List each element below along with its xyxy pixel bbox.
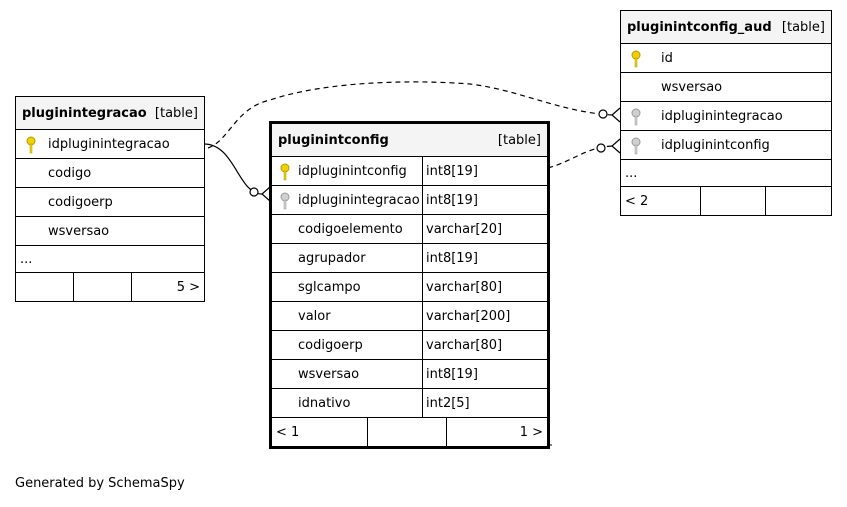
more-columns: ... — [621, 160, 831, 187]
relation-optional-marker — [249, 187, 259, 197]
foreign-key-icon — [280, 192, 290, 210]
foreign-key-icon — [631, 137, 641, 155]
table-pluginintconfig[interactable]: pluginintconfig [table] idpluginintconfi… — [269, 121, 550, 449]
column-name: wsversao — [661, 79, 723, 95]
table-footer: 5 > — [16, 273, 204, 301]
table-kind: [table] — [497, 132, 541, 148]
column-name: valor — [272, 302, 423, 330]
relation-optional-marker — [596, 143, 606, 153]
table-pluginintegracao[interactable]: pluginintegracao [table] idpluginintegra… — [15, 96, 205, 302]
primary-key-icon — [280, 163, 290, 181]
parent-count: < 1 — [272, 418, 368, 446]
column-name: idnativo — [272, 389, 423, 417]
table-name: pluginintegracao — [22, 105, 147, 121]
table-name: pluginintconfig_aud — [627, 19, 772, 35]
column-type: int8[19] — [426, 366, 478, 382]
column-row[interactable]: idpluginintegracao — [621, 102, 831, 131]
foreign-key-icon — [631, 108, 641, 126]
relation-line-integracao-aud — [207, 81, 613, 149]
column-type: varchar[80] — [426, 279, 503, 295]
column-name: codigo — [48, 165, 92, 181]
parent-count: < 2 — [621, 187, 701, 215]
relation-optional-marker — [598, 109, 608, 119]
relation-crowfoot — [611, 107, 621, 123]
column-name: idpluginintegracao — [272, 186, 423, 214]
column-row[interactable]: id — [621, 44, 831, 73]
credit-text: Generated by SchemaSpy — [15, 476, 185, 491]
primary-key-icon — [26, 136, 36, 154]
column-row[interactable]: codigoerp — [16, 188, 204, 217]
relation-crowfoot — [611, 138, 621, 154]
column-row[interactable]: codigo — [16, 159, 204, 188]
table-header: pluginintconfig_aud [table] — [621, 11, 831, 44]
column-type: int8[19] — [426, 163, 478, 179]
column-type: int8[19] — [426, 250, 478, 266]
column-type: varchar[80] — [426, 337, 503, 353]
table-kind: [table] — [154, 105, 198, 121]
table-header: pluginintegracao [table] — [16, 97, 204, 130]
relation-line-integracao-intconfig — [203, 143, 263, 195]
table-footer: < 2 — [621, 187, 831, 215]
column-row[interactable]: idpluginintegracao int8[19] — [272, 186, 547, 215]
column-type: varchar[20] — [426, 221, 503, 237]
primary-key-icon — [631, 50, 641, 68]
table-kind: [table] — [781, 19, 825, 35]
relation-crowfoot — [261, 186, 271, 202]
column-name: idpluginintconfig — [661, 137, 770, 153]
table-name: pluginintconfig — [278, 132, 389, 148]
column-name: wsversao — [272, 360, 423, 388]
column-name: sglcampo — [272, 273, 423, 301]
column-name: agrupador — [272, 244, 423, 272]
column-row[interactable]: idpluginintconfig int8[19] — [272, 157, 547, 186]
column-row[interactable]: idpluginintegracao — [16, 130, 204, 159]
column-name: idpluginintegracao — [661, 108, 783, 124]
table-pluginintconfig-aud[interactable]: pluginintconfig_aud [table] id wsversao … — [620, 10, 832, 216]
column-name: codigoelemento — [272, 215, 423, 243]
column-type: int8[19] — [426, 192, 478, 208]
column-name: codigoerp — [48, 194, 113, 210]
column-name: idpluginintconfig — [272, 157, 423, 185]
table-footer: < 1 1 > — [272, 418, 547, 446]
table-header: pluginintconfig [table] — [272, 124, 547, 157]
column-name: idpluginintegracao — [48, 136, 170, 152]
column-name: id — [661, 50, 673, 66]
child-count: 5 > — [176, 279, 200, 295]
column-name: wsversao — [48, 223, 110, 239]
more-columns: ... — [16, 246, 204, 273]
column-row[interactable]: wsversao — [621, 73, 831, 102]
column-type: varchar[200] — [426, 308, 511, 324]
child-count: 1 > — [519, 424, 543, 440]
column-row[interactable]: wsversao — [16, 217, 204, 246]
column-type: int2[5] — [426, 395, 470, 411]
column-name: codigoerp — [272, 331, 423, 359]
column-row[interactable]: idpluginintconfig — [621, 131, 831, 160]
